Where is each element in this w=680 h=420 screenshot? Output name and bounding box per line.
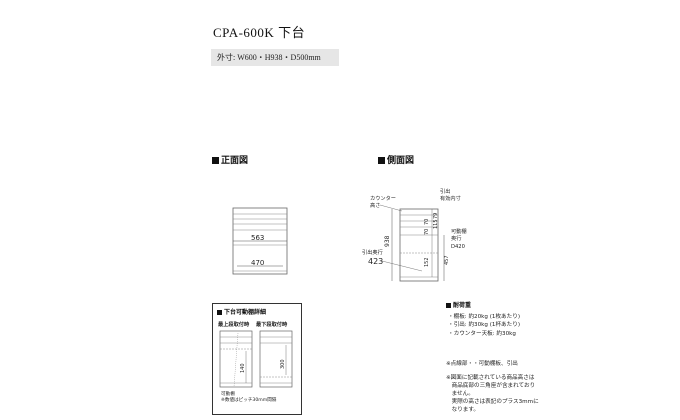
heading-square-icon — [217, 310, 222, 315]
side-dim-stack-0: 115 — [433, 219, 439, 229]
detail-left-caption: 最上段取付時 — [218, 322, 250, 328]
detail-heading: 下台可動棚詳細 — [217, 307, 266, 316]
drawer-depth-value: 423 — [368, 257, 384, 266]
detail-left-dim: 140 — [240, 363, 246, 373]
side-dim-stack-4: 152 — [424, 257, 430, 267]
side-view-heading: 側面図 — [378, 153, 414, 166]
side-dim-stack-1: 79 — [433, 213, 439, 219]
front-dim-upper: 563 — [251, 234, 264, 242]
note-dotted: ※点線部・・可動棚板、引出 — [446, 361, 518, 367]
front-view-heading: 正面図 — [212, 153, 248, 166]
shelf-depth-value: D420 — [451, 244, 465, 250]
shelf-detail-box — [212, 303, 302, 415]
heading-square-icon — [212, 157, 219, 164]
shelf-detail-drawing: 140 300 — [219, 330, 293, 388]
page-title: CPA-600K 下台 — [213, 25, 306, 40]
side-dim-total: 938 — [384, 235, 391, 247]
load-item-drawer: ・引出: 約30kg (1杯あたり) — [448, 322, 521, 329]
load-item-shelf: ・棚板: 約20kg (1枚あたり) — [448, 314, 521, 320]
drawer-inner-label: 引出 有効内寸 — [440, 189, 461, 202]
side-dim-stack-3: 70 — [424, 229, 430, 235]
shelf-depth-label: 可動棚 奥行 — [451, 229, 467, 242]
load-heading: 耐荷重 — [446, 300, 471, 309]
front-view-heading-text: 正面図 — [221, 156, 249, 166]
side-view-heading-text: 側面図 — [387, 156, 415, 166]
side-view-drawing: 938 457 115 79 70 70 152 — [380, 204, 450, 282]
front-dim-lower: 470 — [251, 259, 264, 267]
spec-text: 外寸: W600・H938・D500mm — [217, 53, 321, 62]
drawer-depth-label: 引出奥行 — [362, 250, 383, 256]
detail-right-dim: 300 — [280, 359, 286, 369]
load-list: ・棚板: 約20kg (1枚あたり) ・引出: 約30kg (1杯あたり) ・カ… — [448, 313, 520, 338]
detail-note: 可動棚 ※数値はピッチ30mm間隔 — [221, 392, 277, 403]
note-height: ※図面に記載されている商品高さは 商品底部の三角座が含まれており ません。 実際… — [446, 375, 539, 414]
spec-bar — [211, 49, 339, 66]
detail-right-caption: 最下段取付時 — [256, 322, 288, 328]
detail-heading-text: 下台可動棚詳細 — [224, 309, 267, 316]
side-dim-right: 457 — [444, 255, 450, 265]
side-dim-stack-2: 70 — [424, 219, 430, 225]
counter-height-label: カウンター 高さ — [370, 196, 396, 209]
load-heading-text: 耐荷重 — [453, 302, 472, 309]
front-view-drawing: 563 470 — [232, 207, 288, 275]
load-item-counter: ・カウンター天板: 約30kg — [448, 330, 516, 337]
heading-square-icon — [446, 303, 451, 308]
heading-square-icon — [378, 157, 385, 164]
